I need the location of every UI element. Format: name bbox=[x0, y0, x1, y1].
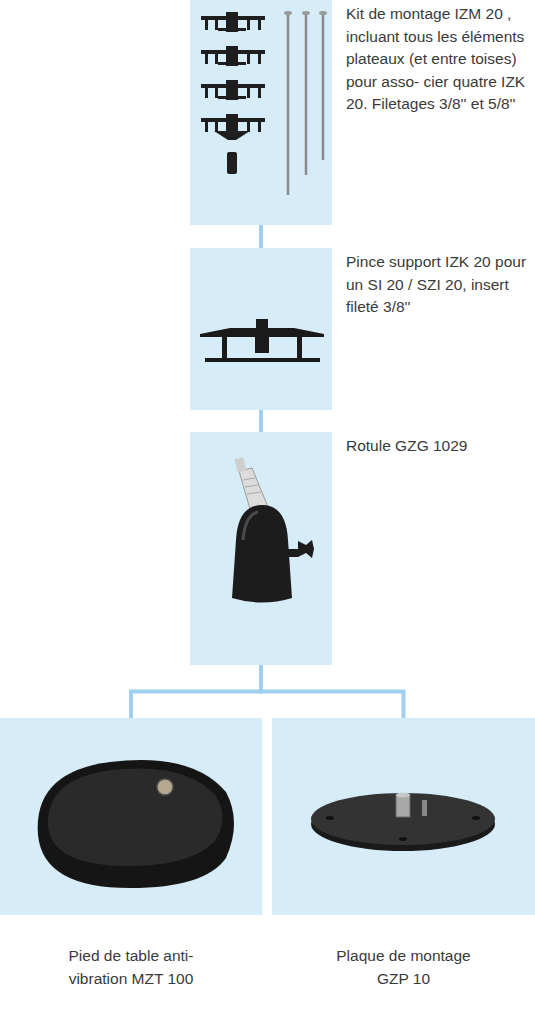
pin bbox=[287, 14, 290, 195]
plate-leg bbox=[205, 88, 208, 98]
mounting-plate bbox=[311, 793, 495, 852]
plate bbox=[201, 46, 265, 66]
plate-leg bbox=[258, 88, 261, 98]
plate-hole bbox=[326, 816, 334, 820]
plate-leg bbox=[247, 122, 250, 132]
pins bbox=[284, 11, 327, 195]
plate-hub bbox=[226, 46, 238, 66]
clamp-leg bbox=[297, 337, 302, 360]
plate-leg bbox=[215, 20, 218, 30]
clamp-boss bbox=[256, 319, 268, 329]
plate-foot bbox=[218, 62, 246, 65]
clamp-bottom bbox=[205, 358, 320, 362]
plate-bar bbox=[201, 50, 265, 54]
thread-line bbox=[247, 492, 261, 494]
plate-leg bbox=[205, 54, 208, 64]
table-stand bbox=[38, 760, 234, 888]
plate-edge bbox=[311, 797, 495, 851]
mount-stud bbox=[157, 779, 173, 795]
thread-line bbox=[243, 478, 255, 480]
spacer bbox=[227, 152, 237, 174]
plate-leg bbox=[205, 20, 208, 30]
plate-leg bbox=[258, 20, 261, 30]
product-panel: Pied de table anti- vibration MZT 100 bbox=[0, 718, 262, 915]
joint-highlight bbox=[243, 512, 258, 540]
stud-tip bbox=[234, 457, 246, 473]
knob bbox=[298, 540, 314, 558]
connector-line bbox=[259, 410, 263, 432]
description-block: Rotule GZG 1029 bbox=[346, 435, 529, 458]
plate-bar bbox=[201, 84, 265, 88]
plate-leg bbox=[215, 54, 218, 64]
knob-shaft bbox=[288, 549, 298, 557]
stand-base bbox=[38, 760, 234, 888]
plate-leg bbox=[247, 88, 250, 98]
product-panel: Plaque de montage GZP 10 bbox=[272, 718, 535, 915]
description-block: Pince support IZK 20 pour un SI 20 / SZI… bbox=[346, 251, 529, 319]
connector-line bbox=[261, 665, 404, 718]
plate-pin bbox=[422, 800, 427, 816]
plate bbox=[201, 12, 265, 32]
clamp-leg bbox=[222, 337, 227, 360]
product-caption: Pied de table anti- vibration MZT 100 bbox=[44, 945, 219, 990]
pin bbox=[305, 14, 308, 175]
connector-line bbox=[131, 665, 261, 718]
plate-hub bbox=[226, 80, 238, 100]
plate-foot bbox=[218, 96, 246, 99]
plate-face bbox=[311, 793, 495, 845]
plate-hole bbox=[399, 837, 407, 841]
threaded-stud bbox=[239, 468, 268, 509]
plate-leg bbox=[205, 122, 208, 132]
joint-body bbox=[232, 505, 292, 603]
clamp-holder bbox=[200, 319, 324, 362]
plate-leg bbox=[247, 20, 250, 30]
pin-head bbox=[302, 11, 310, 15]
clamp-top bbox=[200, 328, 324, 337]
ball-joint bbox=[232, 457, 314, 603]
connector-line bbox=[259, 225, 263, 248]
description-block: Pied de table anti- vibration MZT 100 bbox=[44, 945, 219, 990]
plate-leg bbox=[215, 88, 218, 98]
plate bbox=[201, 114, 265, 140]
plate-leg bbox=[247, 54, 250, 64]
product-panel: Kit de montage IZM 20 , incluant tous le… bbox=[190, 0, 332, 225]
plate-leg bbox=[215, 122, 218, 132]
product-panel: Rotule GZG 1029 bbox=[190, 432, 332, 665]
product-panel: Pince support IZK 20 pour un SI 20 / SZI… bbox=[190, 248, 332, 410]
plate-leg bbox=[258, 122, 261, 132]
product-description: Kit de montage IZM 20 , incluant tous le… bbox=[346, 3, 529, 116]
pin-head bbox=[284, 11, 292, 15]
plate-foot bbox=[218, 28, 246, 31]
pin bbox=[322, 14, 325, 160]
product-description: Rotule GZG 1029 bbox=[346, 435, 529, 458]
description-block: Kit de montage IZM 20 , incluant tous le… bbox=[346, 3, 529, 116]
pin-head bbox=[319, 11, 327, 15]
plate-foot bbox=[214, 131, 250, 140]
plate-hole bbox=[472, 816, 480, 820]
plate-bar bbox=[201, 118, 265, 122]
plate-bar bbox=[201, 16, 265, 20]
description-block: Plaque de montage GZP 10 bbox=[324, 945, 484, 990]
mounting-kit bbox=[201, 11, 327, 195]
plate-leg bbox=[258, 54, 261, 64]
product-description: Pince support IZK 20 pour un SI 20 / SZI… bbox=[346, 251, 529, 319]
plate-screw bbox=[396, 795, 410, 817]
product-caption: Plaque de montage GZP 10 bbox=[324, 945, 484, 990]
plate bbox=[201, 80, 265, 100]
stand-top bbox=[48, 768, 223, 866]
screw-top bbox=[396, 793, 410, 798]
plate-hub bbox=[226, 12, 238, 32]
thread-line bbox=[245, 485, 258, 487]
clamp-core bbox=[255, 337, 269, 353]
plate-hub bbox=[226, 114, 238, 134]
